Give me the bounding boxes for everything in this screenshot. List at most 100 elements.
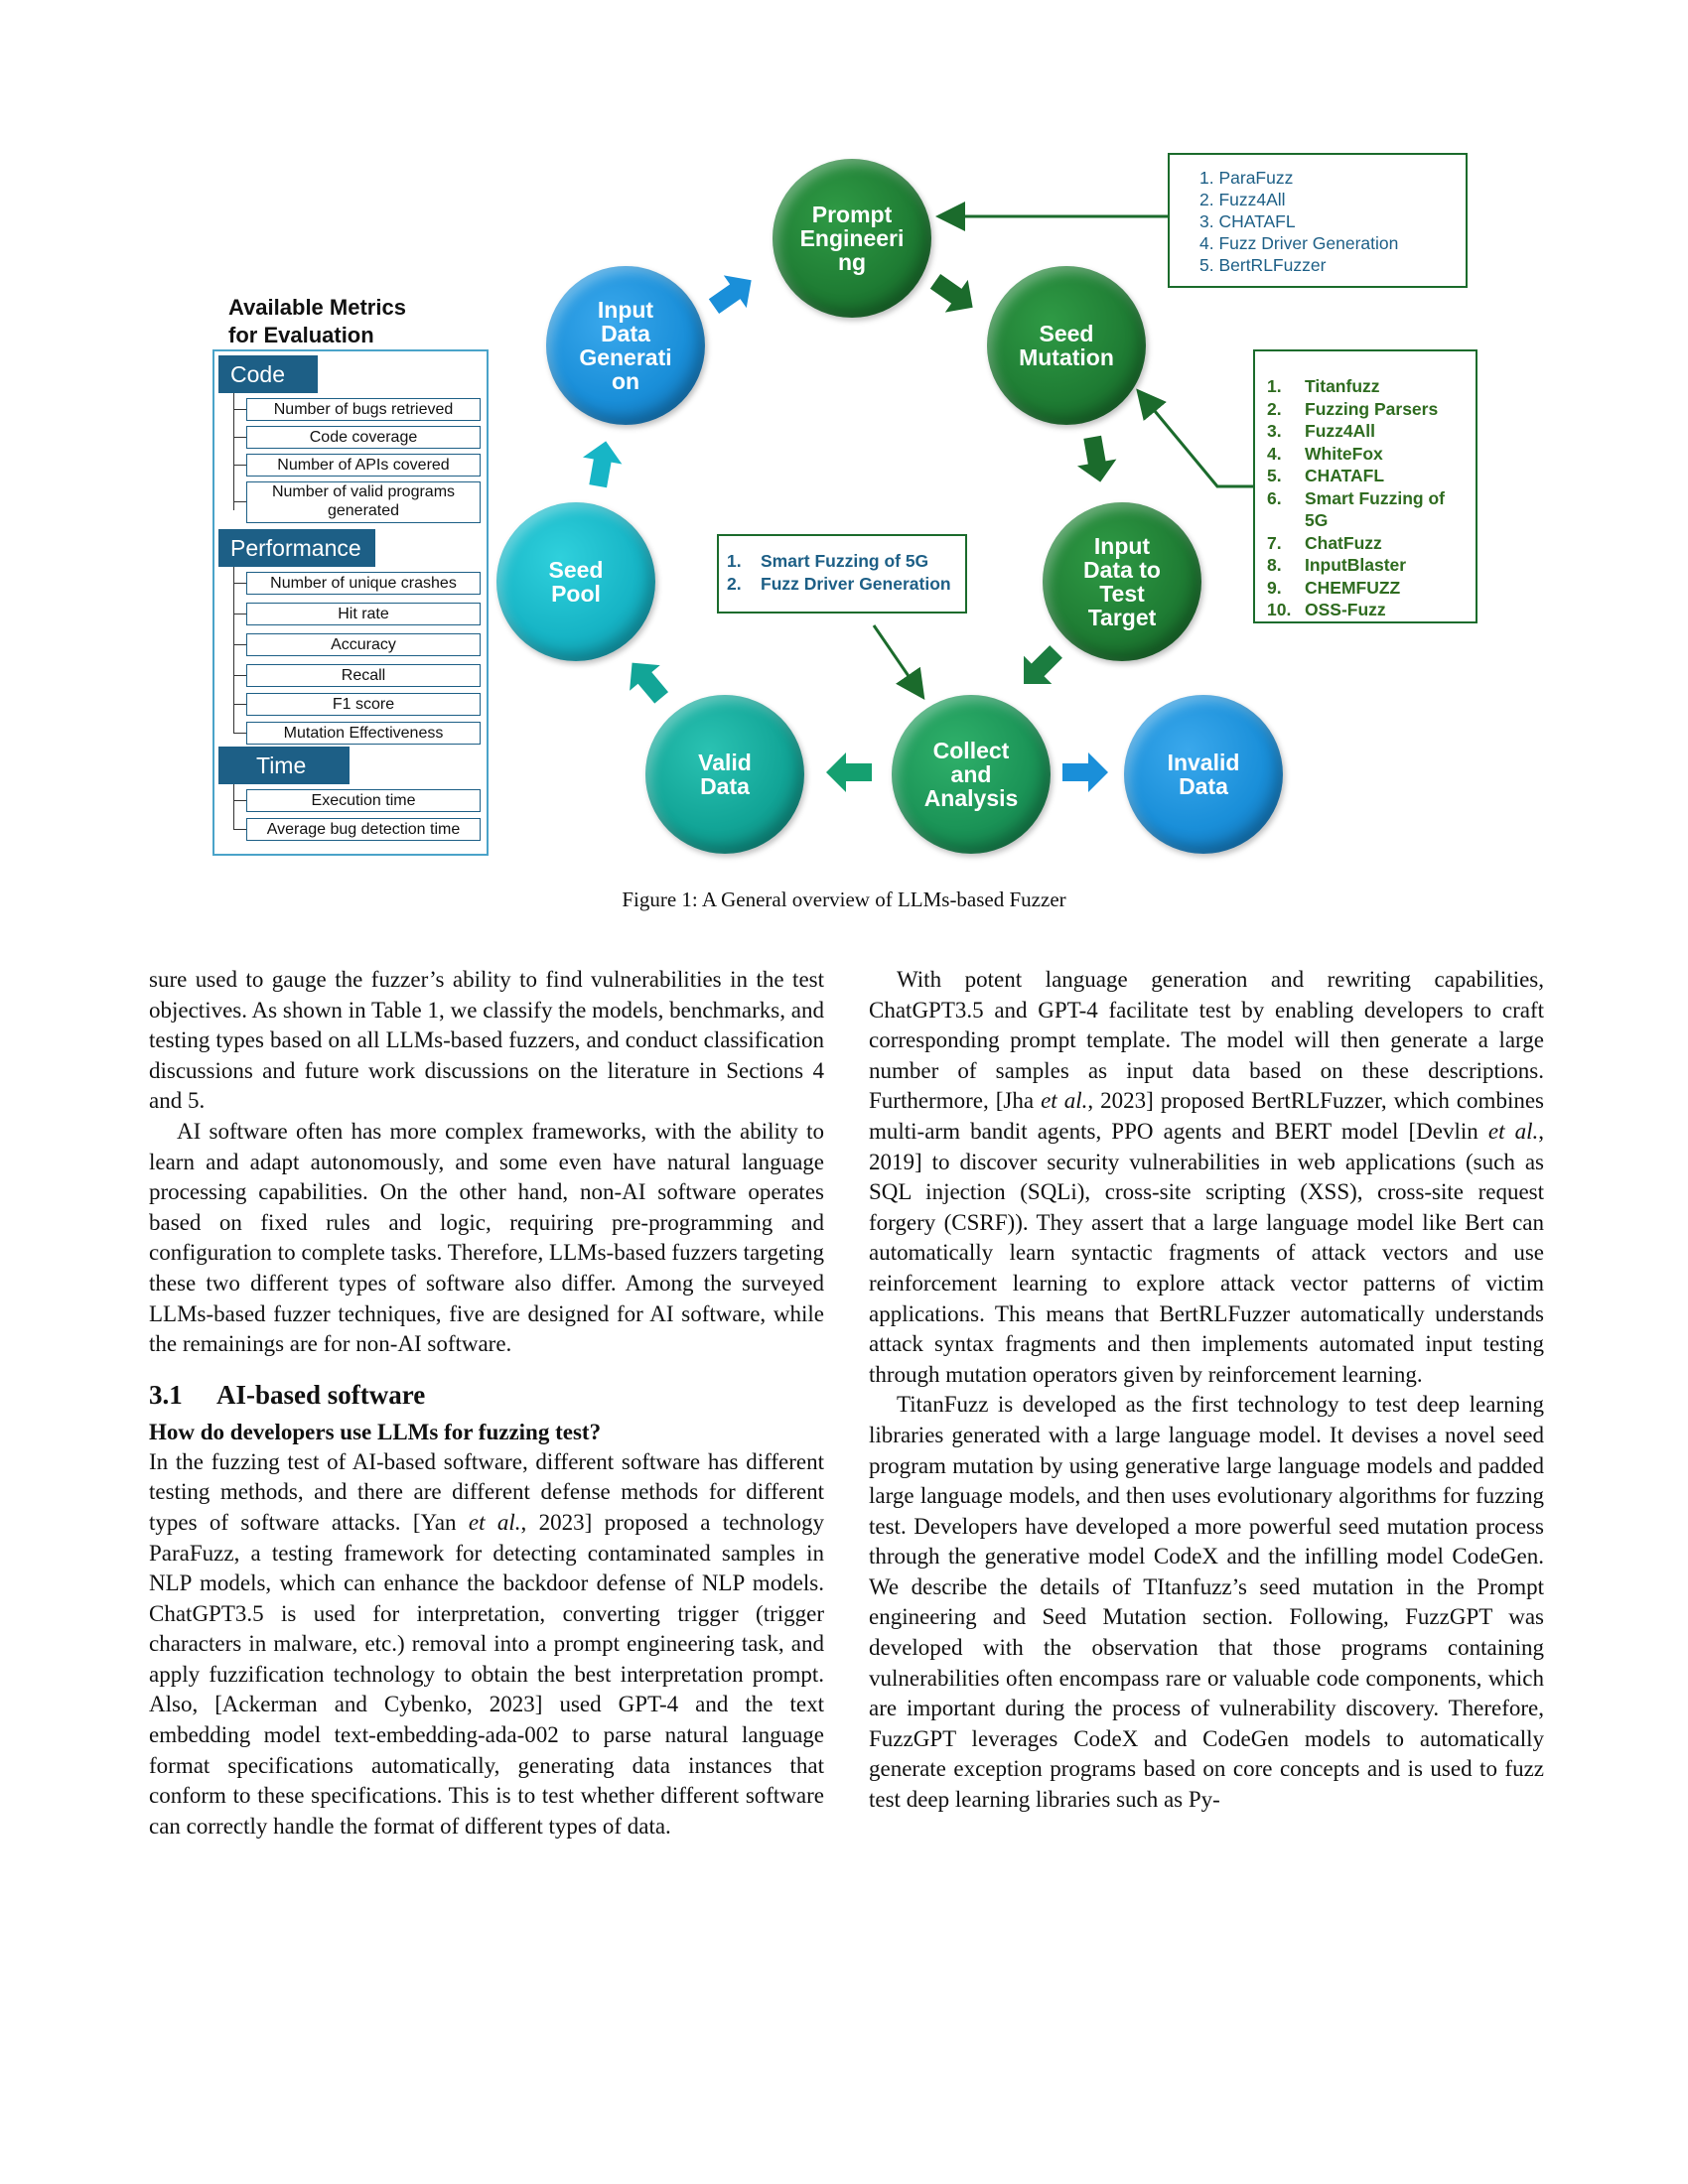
list-item: 5. BertRLFuzzer [1199, 255, 1327, 275]
metric-item: Hit rate [246, 603, 481, 625]
list-text: Smart Fuzzing of 5G [761, 551, 929, 571]
list-number: 10. [1267, 600, 1292, 619]
figure-llm-fuzzer-overview: Available Metrics for Evaluation Code Nu… [0, 0, 1688, 933]
node-label-line: Data to [1083, 557, 1161, 583]
tree-branch [233, 675, 246, 676]
list-item: 8. InputBlaster [1267, 554, 1476, 577]
list-item: 3.Fuzz4All [1267, 420, 1476, 443]
metric-group-code: Code [218, 355, 318, 393]
node-label-line: Data [700, 773, 750, 799]
node-label-line: Prompt [811, 202, 893, 227]
list-number: 4. [1267, 443, 1282, 464]
list-text: WhiteFox [1305, 443, 1383, 464]
node-label-line: Input [1093, 533, 1151, 559]
node-input-data-to-test-target: Input Data to Test Target [1043, 502, 1201, 661]
tree-branch [233, 644, 246, 645]
cycle-arrow-mutation-to-target [1076, 435, 1117, 482]
tree-branch [233, 583, 246, 584]
connector-mutation-list [1136, 388, 1253, 488]
node-collect-and-analysis: Collect and Analysis [892, 695, 1051, 854]
node-label-line: Mutation [1019, 344, 1114, 370]
cycle-arrow-target-to-collect [1024, 645, 1062, 684]
list-number: 9. [1267, 577, 1282, 598]
node-label-line: Generati [579, 344, 672, 370]
metrics-title: Available Metrics for Evaluation [228, 294, 487, 349]
node-label-line: Test [1099, 581, 1145, 607]
cycle-arrow-collect-to-valid [826, 752, 872, 792]
text-run-italic: et al. [1041, 1088, 1088, 1114]
text-run-italic: et al. [468, 1509, 521, 1535]
list-number: 7. [1267, 532, 1282, 553]
cycle-arrow-prompt-to-mutation [929, 274, 973, 313]
paragraph: TitanFuzz is developed as the first tech… [869, 1392, 1544, 1813]
node-seed-mutation: Seed Mutation [987, 266, 1146, 425]
text-run: , 2023] proposed a technology ParaFuzz, … [149, 1509, 824, 1839]
metric-item: Accuracy [246, 633, 481, 656]
list-box-seed-mutation: 1.Titanfuzz 2.Fuzzing Parsers 3.Fuzz4All… [1253, 349, 1477, 623]
paragraph: AI software often has more complex frame… [149, 1118, 824, 1357]
metric-item: F1 score [246, 693, 481, 716]
node-label-line: Pool [551, 581, 601, 607]
node-label-line: Seed [548, 557, 604, 583]
metric-item: Number of bugs retrieved [246, 398, 481, 421]
metrics-title-line2: for Evaluation [228, 323, 374, 347]
list-box-collect-analysis: 1. Smart Fuzzing of 5G 2.Fuzz Driver Gene… [717, 534, 967, 614]
list-text: Titanfuzz [1305, 376, 1380, 396]
metric-group-performance: Performance [218, 529, 375, 567]
text-run: In the fuzzing test of AI-based software… [149, 1448, 824, 1535]
list-item: 9. CHEMFUZZ [1267, 577, 1476, 600]
metric-item: Recall [246, 664, 481, 687]
figure-caption: Figure 1: A General overview of LLMs-bas… [622, 887, 1066, 911]
list-item: 2.Fuzzing Parsers [1267, 398, 1476, 421]
list-number: 2. [727, 574, 742, 594]
tree-branch [233, 829, 246, 830]
tree-branch [233, 437, 246, 438]
tree-line-time [233, 784, 234, 830]
left-column: sure used to gauge the fuzzer’s ability … [149, 965, 824, 1842]
node-label-line: and [950, 761, 992, 787]
list-text: InputBlaster [1305, 555, 1407, 575]
node-label-line: Invalid [1167, 750, 1240, 775]
cycle-arrow-input-to-prompt [708, 275, 752, 314]
list-item: 5. CHATAFL [1267, 465, 1476, 487]
node-label-line: ng [837, 249, 867, 275]
metric-item: Number of unique crashes [246, 572, 481, 595]
list-item: 5G [1267, 509, 1476, 532]
tree-branch [233, 501, 246, 502]
list-number: 2. [1267, 398, 1282, 419]
list-number: 5. [1267, 466, 1282, 485]
list-text: ChatFuzz [1305, 532, 1382, 553]
node-label-line: on [611, 368, 640, 394]
paragraph: In the fuzzing test of AI-based software… [149, 1447, 824, 1843]
list-text: 5G [1305, 510, 1329, 530]
node-label-line: Valid [698, 750, 752, 775]
node-label-line: Collect [932, 738, 1010, 763]
node-label-line: Analysis [923, 785, 1019, 811]
paragraph: sure used to gauge the fuzzer’s ability … [149, 967, 824, 1114]
list-number: 1. [727, 551, 742, 571]
metric-item-line: generated [327, 502, 400, 519]
tree-branch [233, 409, 246, 410]
text-run: , 2019] to discover security vulnerabili… [869, 1118, 1544, 1387]
text-run: , 2023] proposed BertRLFuzzer, which com… [869, 1088, 1544, 1144]
metrics-panel [212, 349, 489, 856]
metric-item: Code coverage [246, 426, 481, 449]
list-text: CHEMFUZZ [1305, 577, 1401, 598]
paragraph: With potent language generation and rewr… [869, 965, 1544, 1390]
node-input-data-generation: Input Data Generati on [546, 266, 705, 425]
metric-group-time: Time [218, 747, 350, 784]
list-number: 8. [1267, 555, 1282, 575]
tree-line-code [233, 393, 234, 510]
list-item: 3. CHATAFL [1199, 211, 1296, 231]
metric-item: Average bug detection time [246, 818, 481, 841]
list-text: CHATAFL [1305, 466, 1385, 485]
section-title: AI-based software [216, 1379, 426, 1410]
list-item: 1. ParaFuzz [1199, 168, 1294, 188]
list-item: 2.Fuzz Driver Generation [727, 573, 965, 596]
list-item: 7. ChatFuzz [1267, 532, 1476, 555]
node-label-line: Input [597, 297, 654, 323]
node-label-line: Target [1087, 605, 1157, 630]
cycle-arrow-pool-to-input [582, 441, 623, 488]
node-prompt-engineering: Prompt Engineeri ng [773, 159, 931, 318]
